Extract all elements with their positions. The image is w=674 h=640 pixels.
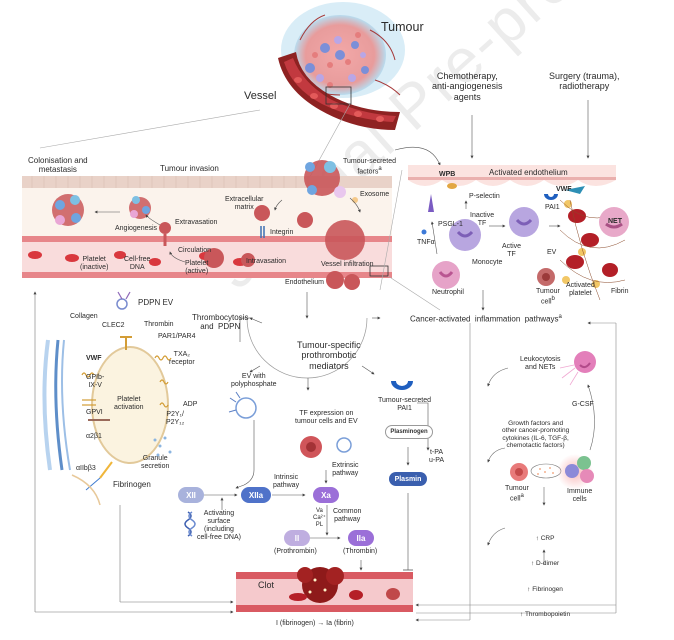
vwf-endo-label: VWF [556,186,572,193]
thrombin-label: (Thrombin) [343,548,378,555]
mediators-label: Tumour-specific prothrombotic mediators [297,340,361,371]
factor-iia-node: IIa [348,530,374,546]
tpa-upa-label: t-PA u-PA [429,449,445,465]
psgl1-label: PSGL-1 [438,221,463,228]
a2b1-label: α2β1 [86,433,102,440]
txa2-label: TXA₂ receptor [169,351,195,367]
gpib-label: GPIb- IX-V [86,374,105,390]
aiib-label: αIIbβ3 [76,465,96,472]
exosome-label: Exosome [360,191,390,198]
tf-expression-label: TF expression on tumour cells and EV [295,410,358,426]
p2y-label: P2Y₁/ P2Y₁₂ [166,411,185,427]
immune-cells-label: Immune cells [567,488,593,504]
granule-secretion-label: Granule secretion [141,455,170,471]
tumour-illustration [39,2,405,196]
dna-icon [184,511,192,537]
p-selectin-label: P-selectin [469,193,500,200]
surgery-label: Surgery (trauma), radiotherapy [549,71,620,92]
chemotherapy-label: Chemotherapy, anti-angiogenesis agents [432,71,503,102]
platelet-panel [42,291,172,506]
gcsf-label: G-CSF [572,401,594,408]
intrinsic-pathway-label: Intrinsic pathway [273,474,300,490]
inactive-tf-label: Inactive TF [470,212,495,228]
plasmin-node: Plasmin [389,472,427,486]
vwf-platelet-label: VWF [86,355,102,362]
extracellular-matrix-label: Extracellular matrix [225,196,264,212]
angiogenesis-label: Angiogenesis [115,225,158,232]
circulation-label: Circulation [178,247,212,254]
cofactors-label: Va Ca²⁺ PL [313,508,326,528]
pai1-endo-label: PAI1 [545,204,560,211]
neutrophil-label: Neutrophil [432,289,464,296]
vessel-infiltration-label: Vessel infiltration [321,261,374,268]
tumour-label: Tumour [381,20,424,34]
tumour-invasion-label: Tumour invasion [160,164,219,173]
factor-xa-node: Xa [313,487,339,503]
fibrinogen-reaction-label: I (fibrinogen) → Ia (fibrin) [276,620,354,627]
activating-surface-label: Activating surface (including cell-free … [197,510,241,542]
thrombin-platelet-label: Thrombin [144,321,174,328]
marker-crp: ↑ CRP [535,534,555,542]
tumour-cell-inflam-label: Tumour cella [505,485,529,503]
factor-ii-node: II [284,530,310,546]
activated-endothelium-title: Activated endothelium [489,168,568,177]
common-pathway-label: Common pathway [333,508,362,524]
leukocytosis-label: Leukocytosis and NETs [520,356,561,372]
ev-polyphosphate-label: EV with polyphosphate [231,373,277,389]
adp-label: ADP [183,401,198,408]
factor-xiia-node: XIIa [241,487,271,503]
cancer-pathways-label: Cancer-activated inflammation pathwaysa [410,314,562,324]
clec2-label: CLEC2 [102,322,125,329]
platelet-activation-label: Platelet activation [114,396,144,412]
integrin-label: Integrin [270,229,294,236]
net-label: NET [608,218,622,225]
endothelium-label: Endothelium [285,279,324,286]
colonisation-label: Colonisation and metastasis [28,156,88,175]
monocyte-label: Monocyte [472,259,503,266]
extravasation-label: Extravasation [175,219,218,226]
par-label: PAR1/PAR4 [158,333,196,340]
thrombocytosis-label: Thrombocytosis and PDPN [192,313,249,332]
activated-endothelium-panel [379,165,629,301]
activated-platelet-label: Activated platelet [566,282,595,298]
tumour-cell-endo-label: Tumour cellb [536,288,560,306]
fibrin-label: Fibrin [611,288,629,295]
intravasation-label: Intravasation [246,258,287,265]
platelet-inactive-label: Platelet (inactive) [80,256,109,272]
platelet-active-label: Platelet (active) [185,260,209,276]
plasminogen-node: Plasminogen [385,425,433,439]
active-tf-label: Active TF [502,243,522,259]
marker-d-dimer: ↑ D-dimer [530,560,560,568]
tumour-pai1-label: Tumour-secreted PAI1 [378,397,432,413]
wpb-label: WPB [439,171,456,178]
gpvi-label: GPVI [86,409,103,416]
pdpn-ev-label: PDPN EV [138,298,174,307]
factor-xii-node: XII [178,487,204,503]
marker-fibrinogen: ↑ Fibrinogen [527,585,563,593]
collagen-label: Collagen [70,313,98,320]
ev-label: EV [547,249,557,256]
tumour-invasion-panel [22,146,441,311]
marker-thrombopoietin: ↑ Thrombopoietin [520,610,571,618]
tumour-secreted-factors-label: Tumour-secreted factorsa [343,158,397,176]
prothrombin-label: (Prothrombin) [274,548,317,555]
growth-factors-label: Growth factors and other cancer-promotin… [502,420,570,450]
clot-vessel [236,567,413,612]
cell-free-dna-label: Cell-free DNA [124,256,151,272]
fibrinogen-label: Fibrinogen [113,480,151,489]
mediators-arc [246,317,368,379]
markers-list: ↑ CRP ↑ D-dimer ↑ Fibrinogen ↑ Thrombopo… [520,518,570,628]
tnfa-label: TNFα [417,239,435,246]
extrinsic-pathway-label: Extrinsic pathway [332,462,359,478]
clot-label: Clot [258,580,275,590]
pai1-icon [391,381,413,390]
vessel-label: Vessel [244,90,277,102]
